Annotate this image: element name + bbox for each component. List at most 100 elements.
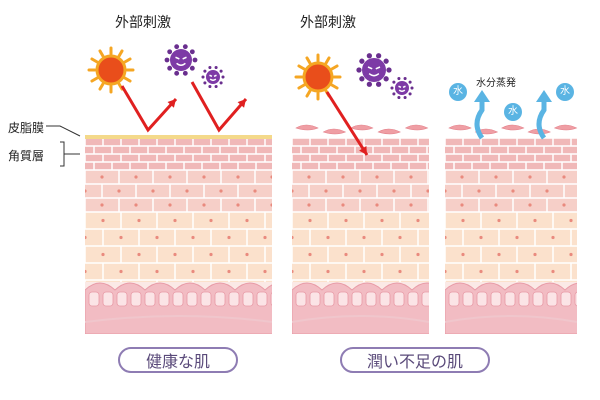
sun-ray — [305, 56, 312, 65]
sun-icon — [294, 53, 342, 101]
cell-nucleus — [137, 218, 141, 223]
virus-body — [362, 58, 386, 82]
basal-cell — [407, 291, 419, 307]
reflect-arrow — [190, 81, 248, 133]
dermis-wave — [445, 315, 577, 323]
dry-right-layer — [445, 170, 577, 212]
virus-icon — [201, 65, 225, 89]
cell-nucleus — [173, 218, 177, 223]
basal-cell — [490, 291, 502, 307]
virus-spike — [392, 80, 396, 84]
cell-nucleus — [587, 270, 590, 273]
cell-nucleus — [134, 203, 138, 207]
dermis-wave — [85, 315, 272, 323]
virus-spike — [390, 86, 394, 90]
virus-spike — [397, 95, 401, 100]
cell-nucleus — [85, 189, 87, 193]
cell-nucleus — [461, 252, 465, 257]
cell-nucleus — [326, 269, 330, 274]
virus-spike — [359, 58, 365, 64]
basal-cell — [365, 291, 377, 307]
sebum-label: 皮脂膜 — [8, 121, 45, 135]
evaporation-arrow — [536, 100, 547, 140]
cell-nucleus — [292, 269, 294, 274]
sun-ray — [330, 64, 339, 71]
cell-nucleus — [380, 218, 384, 223]
basal-cell — [116, 291, 128, 307]
cell-nucleus — [119, 235, 123, 240]
basal-cell — [200, 291, 212, 307]
cell-nucleus — [515, 269, 519, 274]
basal-cell — [172, 291, 184, 307]
cell-nucleus — [245, 252, 249, 257]
virus-mouth — [176, 62, 186, 66]
evaporation-arrow — [474, 100, 485, 140]
cell-nucleus — [551, 235, 555, 240]
corneum-flake — [377, 128, 401, 135]
water-drop-icon: 水 — [449, 83, 467, 101]
penetrate-arrow — [325, 91, 369, 156]
cell-nucleus — [545, 189, 549, 193]
virus-spike — [164, 57, 170, 63]
sun-core — [95, 54, 127, 86]
evaporation-arrow-head — [536, 90, 552, 102]
basal-cell — [214, 291, 226, 307]
cell-nucleus — [173, 252, 177, 257]
sebum-film — [85, 135, 272, 139]
virus-spike — [182, 70, 188, 76]
cell-nucleus — [236, 175, 240, 179]
virus-spike — [174, 70, 180, 76]
basal-cell — [448, 291, 460, 307]
sebum-leader — [46, 125, 81, 137]
corneum-bracket — [60, 141, 80, 167]
cell-nucleus — [528, 175, 532, 179]
sun-ray — [98, 49, 105, 58]
virus-mouth — [398, 89, 406, 93]
cell-nucleus — [85, 235, 87, 240]
cell-nucleus — [587, 236, 590, 239]
cell-nucleus — [191, 269, 195, 274]
cell-nucleus — [551, 269, 555, 274]
penetrate-arrow-head — [359, 146, 367, 155]
sun-ray — [123, 57, 132, 64]
basal-cell — [546, 291, 558, 307]
basal-cell — [421, 291, 429, 307]
sun-core — [302, 61, 334, 93]
virus-spike — [383, 76, 389, 82]
cell-nucleus — [209, 218, 213, 223]
cell-nucleus — [515, 235, 519, 240]
cell-nucleus — [263, 235, 267, 240]
cell-nucleus — [151, 189, 155, 193]
cell-nucleus — [479, 269, 483, 274]
cell-nucleus — [579, 189, 582, 192]
sun-ray — [90, 76, 99, 83]
evaporation-label: 水分蒸発 — [476, 78, 516, 89]
virus-spike — [208, 84, 212, 89]
cell-nucleus — [533, 252, 537, 257]
cell-nucleus — [460, 203, 464, 207]
basal-cell — [256, 291, 268, 307]
basal-cell — [462, 291, 474, 307]
cell-nucleus — [292, 189, 294, 193]
cell-nucleus — [281, 287, 284, 290]
cell-nucleus — [101, 252, 105, 257]
virus-body — [206, 70, 220, 84]
cell-nucleus — [270, 203, 272, 207]
cell-nucleus — [185, 189, 189, 193]
virus-spike — [219, 69, 223, 73]
cell-nucleus — [562, 175, 566, 179]
sun-ray — [305, 89, 312, 98]
virus-icon — [164, 44, 198, 76]
cell-nucleus — [460, 175, 464, 179]
virus-body — [170, 49, 192, 71]
cell-nucleus — [202, 175, 206, 179]
cell-nucleus — [409, 175, 413, 179]
dry-left-layer — [292, 212, 429, 282]
cell-nucleus — [479, 235, 483, 240]
cell-nucleus — [409, 203, 413, 207]
corneum-flake — [501, 124, 525, 131]
corneum-flake — [404, 124, 429, 131]
virus-spike — [189, 65, 195, 71]
cell-nucleus — [398, 269, 402, 274]
